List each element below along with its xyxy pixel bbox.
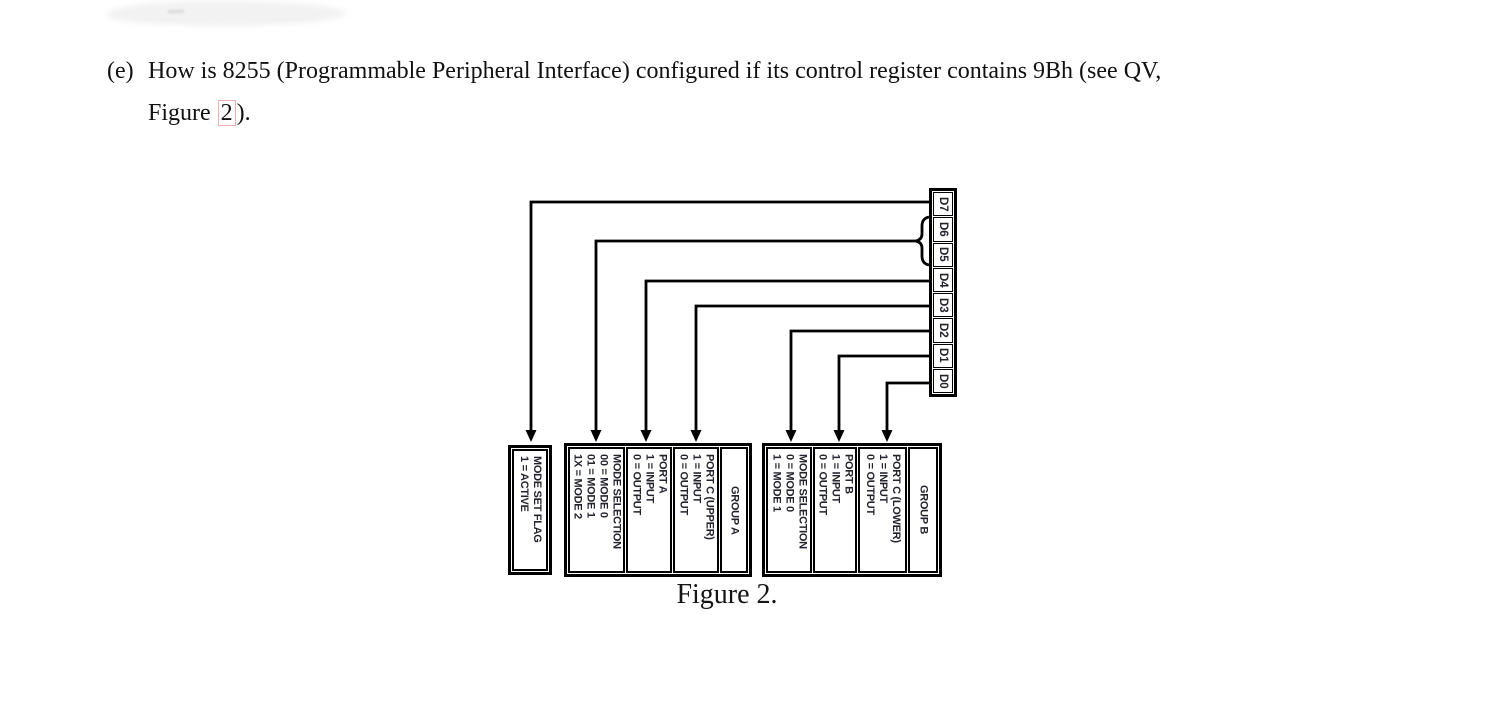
- bit-label-d5: D5: [937, 247, 949, 262]
- mode-set-flag-box: MODE SET FLAG 1 = ACTIVE: [508, 445, 552, 575]
- bit-cell-d0: D0: [933, 368, 953, 393]
- group-a-title-cell: GROUP A: [720, 447, 748, 573]
- mode-set-flag-text: MODE SET FLAG 1 = ACTIVE: [518, 456, 543, 543]
- arrowhead-mode-selection-b: [785, 430, 797, 442]
- figure-2-hyperlink[interactable]: 2: [217, 100, 236, 126]
- control-word-bit-column: D7 D6 D5 D4 D3 D2 D1 D0: [929, 188, 957, 397]
- group-a-port-c-upper-text: PORT C (UPPER) 1 = INPUT 0 = OUTPUT: [677, 454, 716, 540]
- group-a-mode-selection-text: MODE SELECTION 00 = MODE 0 01 = MODE 1 1…: [571, 454, 623, 549]
- bit-label-d1: D1: [937, 348, 949, 363]
- mode-set-flag-cell: MODE SET FLAG 1 = ACTIVE: [512, 449, 548, 571]
- group-a-port-a-cell: PORT A 1 = INPUT 0 = OUTPUT: [626, 447, 672, 573]
- line-d6d5-to-mode-selection-a: [594, 239, 917, 430]
- group-b-port-c-lower-text: PORT C (LOWER) 1 = INPUT 0 = OUTPUT: [864, 454, 902, 543]
- bit-label-d0: D0: [937, 373, 949, 389]
- group-a-mode-selection-cell: MODE SELECTION 00 = MODE 0 01 = MODE 1 1…: [568, 447, 625, 573]
- group-b-port-b-text: PORT B 1 = INPUT 0 = OUTPUT: [816, 454, 855, 515]
- question-item-label: (e): [107, 58, 134, 84]
- line-d3-to-port-c-upper: [694, 304, 930, 430]
- arrowhead-mode-selection-a: [590, 430, 602, 442]
- group-b-port-b-cell: PORT B 1 = INPUT 0 = OUTPUT: [813, 447, 857, 573]
- line-d7-to-mode-set-flag: [529, 200, 930, 430]
- erased-smudge-mark: [167, 9, 185, 14]
- line-d1-to-port-b: [837, 354, 930, 430]
- erased-smudge: [106, 1, 346, 26]
- group-a-title-text: GROUP A: [728, 485, 741, 535]
- question-line-1: How is 8255 (Programmable Peripheral Int…: [148, 58, 1162, 84]
- bit-cell-d4: D4: [933, 267, 953, 292]
- arrowhead-port-b: [833, 430, 845, 442]
- brace-d6-d5: [915, 215, 930, 267]
- line-d2-to-mode-selection-b: [789, 329, 930, 430]
- question-paragraph: (e) How is 8255 (Programmable Peripheral…: [107, 57, 1161, 127]
- arrowhead-mode-set-flag: [525, 430, 537, 442]
- figure-caption: Figure 2.: [676, 579, 778, 610]
- question-line-2-suffix: ).: [236, 100, 251, 126]
- group-b-mode-selection-text: MODE SELECTION 0 = MODE 0 1 = MODE 1: [770, 454, 809, 549]
- question-text: How is 8255 (Programmable Peripheral Int…: [148, 57, 1161, 127]
- arrowhead-port-c-upper: [690, 430, 702, 442]
- bit-cell-d1: D1: [933, 343, 953, 368]
- group-a-port-a-text: PORT A 1 = INPUT 0 = OUTPUT: [630, 454, 669, 515]
- bit-cell-d6: D6: [933, 217, 953, 242]
- bit-cell-d5: D5: [933, 242, 953, 267]
- bit-label-d4: D4: [937, 272, 949, 288]
- bit-cell-d3: D3: [933, 293, 953, 318]
- bit-connector-lines: [529, 200, 930, 430]
- line-d0-to-port-c-lower: [885, 381, 930, 430]
- group-b-mode-selection-cell: MODE SELECTION 0 = MODE 0 1 = MODE 1: [766, 447, 812, 573]
- group-b-title-text: GROUP B: [917, 485, 930, 535]
- bit-cell-d7: D7: [933, 192, 953, 217]
- line-d4-to-port-a: [644, 279, 930, 430]
- group-a-port-c-upper-cell: PORT C (UPPER) 1 = INPUT 0 = OUTPUT: [673, 447, 719, 573]
- question-line-2: Figure 2).: [148, 99, 1161, 127]
- group-b-box: MODE SELECTION 0 = MODE 0 1 = MODE 1 POR…: [762, 443, 942, 577]
- arrowhead-port-c-lower: [881, 430, 893, 442]
- arrowheads: [525, 430, 893, 442]
- bit-label-d6: D6: [937, 222, 949, 237]
- bit-label-d7: D7: [937, 196, 949, 212]
- group-b-title-cell: GROUP B: [908, 447, 938, 573]
- question-line-2-prefix: Figure: [148, 100, 211, 126]
- arrowhead-port-a: [640, 430, 652, 442]
- bit-label-d3: D3: [937, 297, 949, 313]
- group-b-port-c-lower-cell: PORT C (LOWER) 1 = INPUT 0 = OUTPUT: [858, 447, 907, 573]
- bit-label-d2: D2: [937, 323, 949, 338]
- group-a-box: MODE SELECTION 00 = MODE 0 01 = MODE 1 1…: [564, 443, 752, 577]
- bit-cell-d2: D2: [933, 318, 953, 343]
